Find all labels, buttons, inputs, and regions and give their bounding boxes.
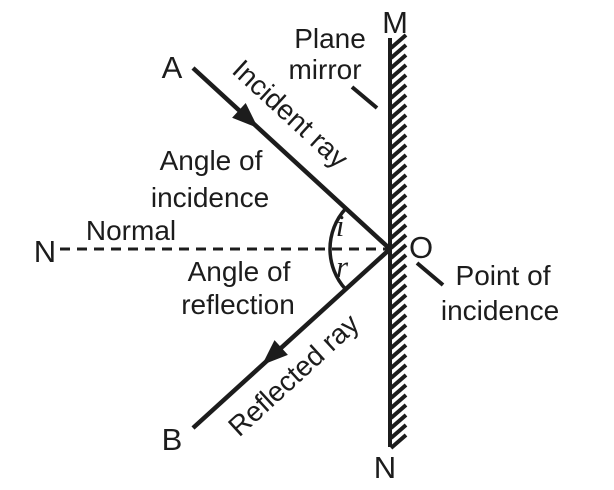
- mirror-hatch-stroke: [389, 403, 408, 420]
- mirror-top-label: M: [382, 5, 408, 40]
- angle-r-arc: [328, 248, 347, 291]
- mirror-hatch-stroke: [389, 63, 408, 80]
- angle-of-reflection-label-line1: Angle of: [188, 256, 291, 287]
- angle-r-label: r: [336, 249, 349, 284]
- normal-end-label: N: [34, 234, 56, 269]
- mirror-hatch-stroke: [389, 323, 408, 340]
- mirror-hatch-stroke: [389, 293, 408, 310]
- mirror-hatch-stroke: [389, 173, 408, 190]
- plane-mirror-label-line2: mirror: [288, 54, 361, 85]
- mirror-hatch-stroke: [389, 273, 408, 290]
- mirror-hatch-stroke: [389, 333, 408, 350]
- mirror-hatch-stroke: [389, 413, 408, 430]
- mirror-hatch-stroke: [389, 303, 408, 320]
- mirror-hatch-stroke: [389, 53, 408, 70]
- mirror-hatch-stroke: [389, 393, 408, 410]
- mirror-hatch-stroke: [389, 253, 408, 270]
- point-of-incidence-label-line2: incidence: [441, 295, 559, 326]
- angle-of-reflection-label-line2: reflection: [181, 289, 295, 320]
- mirror-hatch-stroke: [389, 93, 408, 110]
- mirror-hatch-stroke: [389, 353, 408, 370]
- mirror-hatch-stroke: [389, 433, 408, 450]
- mirror-hatch-stroke: [389, 193, 408, 210]
- mirror-hatch-stroke: [389, 113, 408, 130]
- mirror-hatch-stroke: [389, 153, 408, 170]
- mirror-hatch-stroke: [389, 43, 408, 60]
- mirror-hatch-stroke: [389, 213, 408, 230]
- mirror-hatch-stroke: [389, 313, 408, 330]
- angle-of-incidence-label-line2: incidence: [151, 182, 269, 213]
- mirror-hatch-stroke: [389, 373, 408, 390]
- mirror-hatching: [389, 33, 408, 450]
- mirror-hatch-stroke: [389, 263, 408, 280]
- mirror-hatch-stroke: [389, 133, 408, 150]
- reflected-ray-line: [191, 247, 392, 430]
- mirror-hatch-stroke: [389, 123, 408, 140]
- point-o-label: O: [409, 230, 433, 265]
- normal-label: Normal: [86, 215, 176, 246]
- angle-of-incidence-label-line1: Angle of: [160, 145, 263, 176]
- plane-mirror-label-line1: Plane: [294, 23, 366, 54]
- plane-mirror-pointer: [350, 85, 379, 110]
- mirror-hatch-stroke: [389, 423, 408, 440]
- mirror-hatch-stroke: [389, 33, 408, 50]
- point-a-label: A: [162, 50, 183, 85]
- point-of-incidence-pointer: [415, 261, 445, 287]
- mirror-hatch-stroke: [389, 203, 408, 220]
- incident-ray-line: [191, 66, 392, 251]
- mirror-hatch-stroke: [389, 223, 408, 240]
- mirror-hatch-stroke: [389, 233, 408, 250]
- mirror-hatch-stroke: [389, 73, 408, 90]
- mirror-hatch-stroke: [389, 163, 408, 180]
- mirror-hatch-stroke: [389, 103, 408, 120]
- mirror-hatch-stroke: [389, 383, 408, 400]
- mirror-hatch-stroke: [389, 363, 408, 380]
- angle-i-label: i: [336, 208, 345, 243]
- point-of-incidence-label-line1: Point of: [456, 260, 551, 291]
- mirror-hatch-stroke: [389, 343, 408, 360]
- reflected-ray-label: Reflected ray: [222, 308, 365, 442]
- mirror-hatch-stroke: [389, 183, 408, 200]
- angle-i-arc: [328, 207, 348, 250]
- incident-ray-arrowhead: [232, 103, 258, 128]
- mirror-hatch-stroke: [389, 283, 408, 300]
- reflected-ray-arrowhead: [262, 340, 288, 365]
- mirror-hatch-stroke: [389, 83, 408, 100]
- point-b-label: B: [162, 422, 183, 457]
- mirror-hatch-stroke: [389, 143, 408, 160]
- mirror-bottom-label: N: [374, 450, 396, 485]
- mirror-hatch-stroke: [389, 243, 408, 260]
